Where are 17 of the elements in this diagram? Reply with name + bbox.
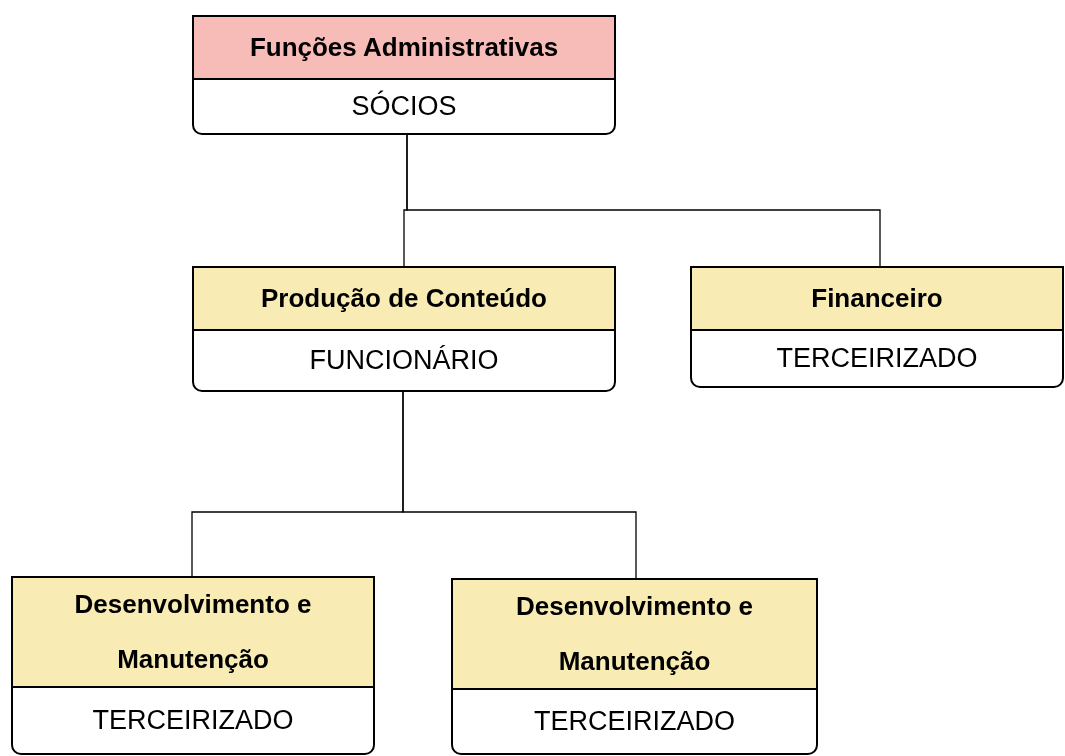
staffing-label: SÓCIOS: [350, 89, 458, 123]
staffing-label: TERCEIRIZADO: [775, 342, 979, 375]
staffing-label: FUNCIONÁRIO: [308, 344, 500, 377]
org-chart-box: [11, 576, 375, 755]
unit-title: Desenvolvimento e Manutenção: [13, 578, 373, 688]
unit-title: Financeiro: [692, 268, 1062, 331]
unit-title: Desenvolvimento e Manutenção: [453, 580, 816, 690]
unit-title: Produção de Conteúdo: [194, 268, 614, 331]
staffing-label: TERCEIRIZADO: [91, 704, 295, 737]
org-chart-box: [690, 266, 1064, 388]
staffing-label: TERCEIRIZADO: [533, 705, 736, 738]
unit-title: Funções Administrativas: [194, 17, 614, 80]
connector-line: [402, 391, 637, 579]
org-chart-box: [192, 15, 616, 135]
org-chart-box: [451, 578, 818, 755]
connector-line: [406, 134, 881, 267]
org-chart-box: [192, 266, 616, 392]
